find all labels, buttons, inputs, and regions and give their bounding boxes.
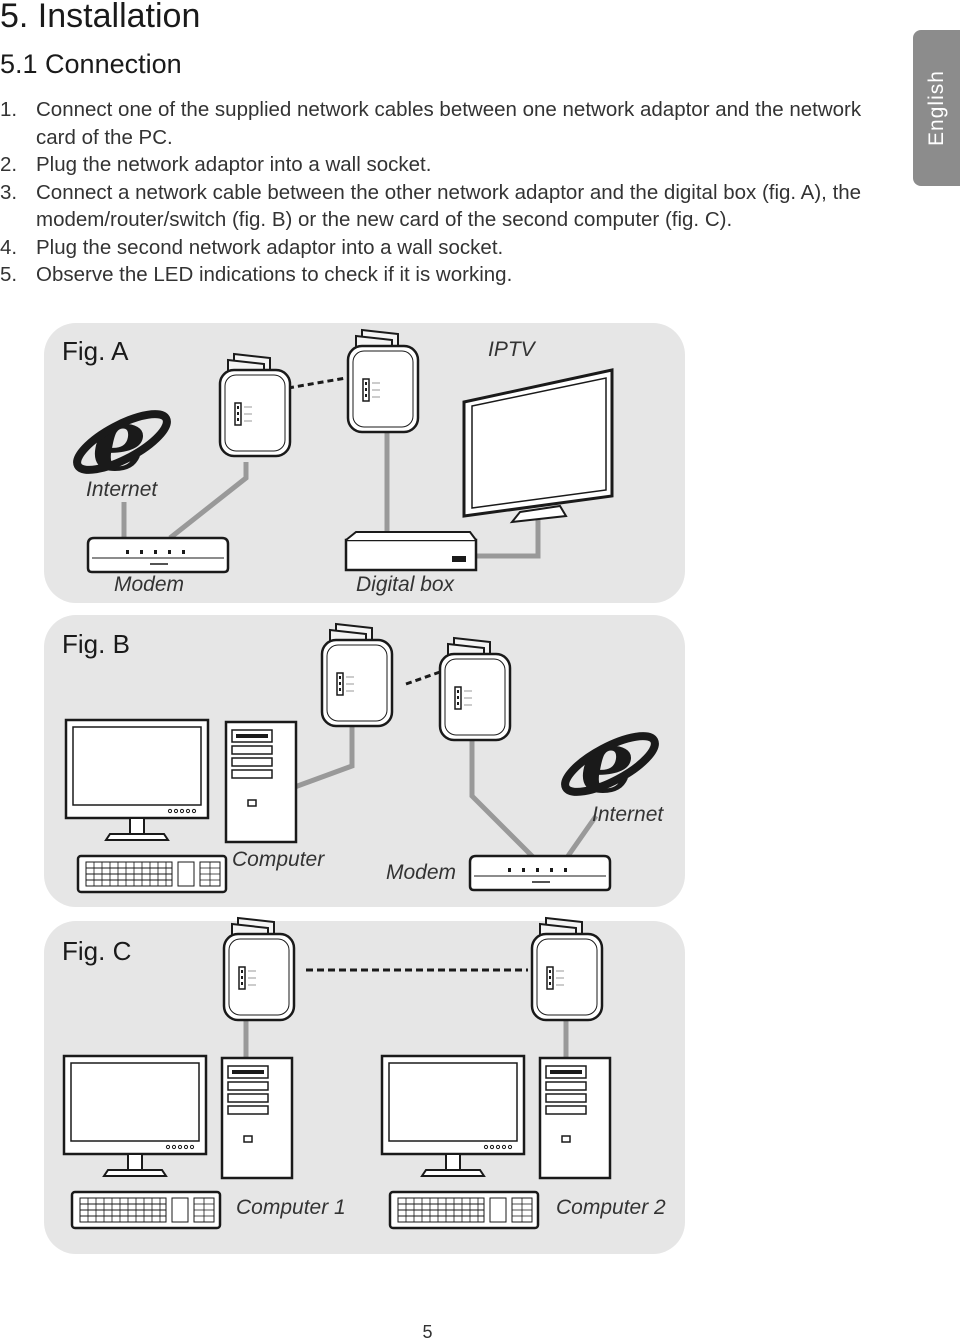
- computer-1-tower: [220, 1056, 294, 1180]
- modem-device: [468, 854, 612, 892]
- cable-computer-adaptor: [291, 724, 355, 791]
- fig-b-computer-label: Computer: [232, 848, 325, 871]
- step-2: 2.Plug the network adaptor into a wall s…: [0, 153, 432, 176]
- network-adaptor: [438, 636, 512, 742]
- fig-c-title: Fig. C: [62, 936, 131, 966]
- fig-a-digitalbox-label: Digital box: [356, 573, 456, 596]
- step-4: 4.Plug the second network adaptor into a…: [0, 235, 504, 259]
- step-1: 1.Connect one of the supplied network ca…: [0, 98, 862, 149]
- fig-a-iptv-label: IPTV: [488, 338, 537, 361]
- computer-tower: [224, 720, 298, 844]
- network-adaptor: [218, 352, 292, 458]
- fig-a-internet-label: Internet: [86, 478, 158, 501]
- fig-b-modem-label: Modem: [386, 861, 456, 884]
- digital-box-device: [344, 531, 478, 572]
- computer-2-tower: [538, 1056, 612, 1180]
- computer-2-keyboard: [388, 1190, 540, 1230]
- page-number: 5: [422, 1322, 433, 1342]
- fig-a-modem-label: Modem: [114, 573, 184, 596]
- fig-c-computer1-label: Computer 1: [236, 1196, 346, 1219]
- internet-explorer-icon: [70, 390, 174, 491]
- powerline-link-a: [287, 376, 347, 390]
- computer-1-monitor: [62, 1054, 208, 1178]
- instruction-steps: 1.Connect one of the supplied network ca…: [0, 96, 880, 289]
- network-adaptor: [346, 328, 420, 434]
- computer-2-monitor: [380, 1054, 526, 1178]
- cable-internet-modem: [565, 814, 599, 858]
- cable-adaptor-modem: [469, 738, 538, 862]
- computer-keyboard: [76, 854, 228, 894]
- fig-b-internet-label: Internet: [592, 803, 664, 826]
- cable-adaptor-modem: [168, 462, 249, 540]
- section-title: 5. Installation: [0, 0, 201, 35]
- fig-c-computer2-label: Computer 2: [556, 1196, 666, 1219]
- powerline-link-b: [405, 670, 441, 686]
- network-adaptor: [320, 622, 394, 728]
- step-5: 5.Observe the LED indications to check i…: [0, 263, 513, 286]
- computer-1-keyboard: [70, 1190, 222, 1230]
- internet-explorer-icon: [558, 712, 662, 813]
- network-adaptor: [222, 916, 296, 1022]
- fig-a-title: Fig. A: [62, 336, 129, 366]
- fig-b-title: Fig. B: [62, 629, 130, 659]
- step-3: 3.Connect a network cable between the ot…: [0, 180, 862, 232]
- subsection-title: 5.1 Connection: [0, 49, 182, 79]
- language-tab: English: [913, 30, 960, 186]
- network-adaptor: [530, 916, 604, 1022]
- tv-screen: [462, 368, 614, 524]
- modem-device: [86, 536, 230, 574]
- cable-digitalbox-tv: [476, 516, 541, 559]
- computer-monitor: [64, 718, 210, 842]
